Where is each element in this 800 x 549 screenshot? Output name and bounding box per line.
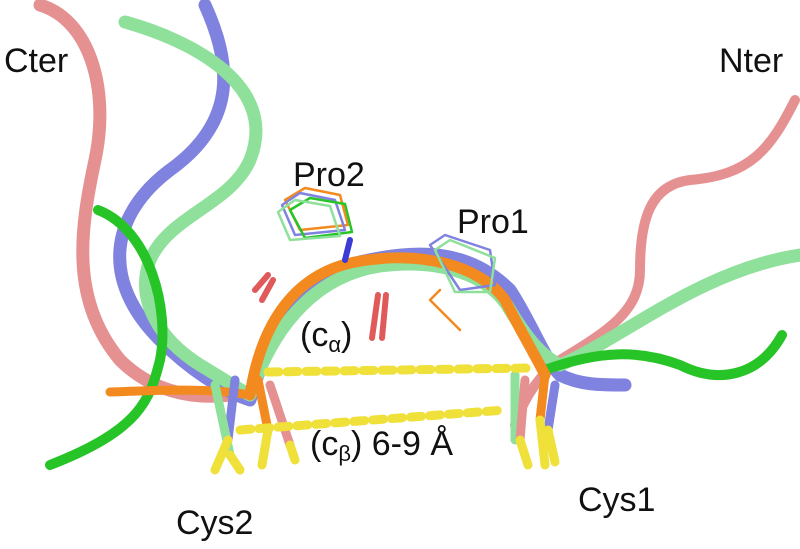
pro1-ring-sticks	[428, 233, 497, 332]
c-beta-subscript: β	[338, 441, 351, 466]
pro2-label: Pro2	[293, 156, 365, 194]
green-backbone-right	[540, 330, 787, 380]
c-beta-close: )	[350, 425, 363, 463]
c-alpha-subscript: α	[328, 332, 342, 357]
n-terminus-label: Nter	[719, 42, 784, 80]
cys1-label: Cys1	[578, 481, 656, 519]
c-terminus-label: Cter	[4, 42, 69, 80]
c-alpha-close: )	[341, 316, 353, 354]
green-backbone	[45, 205, 168, 470]
pro1-label: Pro1	[457, 203, 529, 241]
c-beta-label: (cβ) 6-9 Å	[310, 427, 453, 465]
c-alpha-label: (cα)	[300, 318, 352, 356]
cb-distance-dashes	[235, 405, 510, 435]
cys2-side-chains	[210, 375, 300, 475]
orange-backbone	[244, 252, 551, 401]
distance-value: 6-9 Å	[371, 425, 454, 463]
c-beta-open: (c	[310, 425, 339, 463]
pro2-ring-sticks	[276, 186, 354, 242]
ca-distance-dashes	[263, 363, 535, 377]
carbonyl-sticks	[252, 237, 389, 341]
cys2-label: Cys2	[176, 504, 254, 542]
c-alpha-open: (c	[300, 316, 329, 354]
cys1-side-chains	[510, 370, 560, 470]
